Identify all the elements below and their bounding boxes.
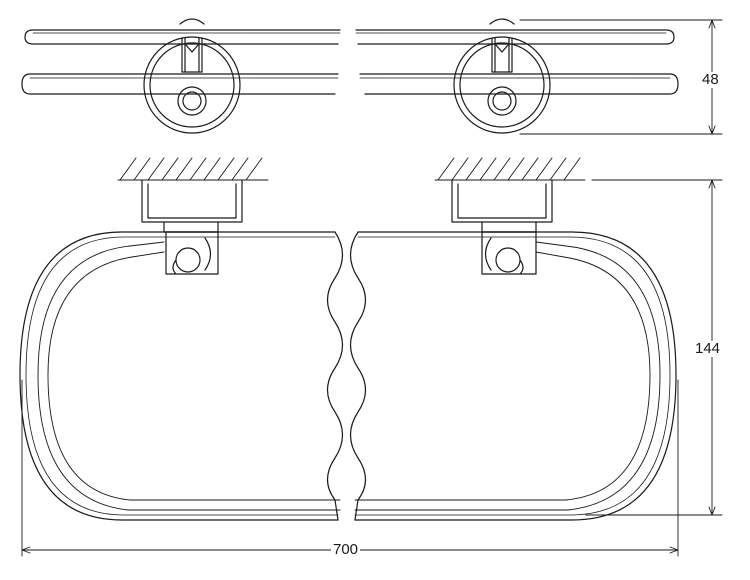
wall-hatch-left	[117, 157, 269, 181]
dimension-700	[21, 379, 679, 557]
front-view	[19, 157, 677, 521]
top-view-shelf-front-left	[21, 73, 339, 95]
top-view	[21, 18, 679, 134]
dimension-label-48: 48	[700, 71, 721, 88]
top-view-shelf-back-right	[355, 29, 675, 45]
dimension-label-144: 144	[693, 340, 723, 357]
break-line-left	[326, 231, 344, 521]
front-view-left-mount	[141, 179, 243, 275]
front-view-shelf-right	[354, 231, 677, 521]
dimension-label-700: 700	[331, 541, 361, 558]
break-line-right	[349, 231, 367, 521]
front-view-shelf-left	[19, 231, 341, 521]
top-view-left-holder	[143, 18, 241, 134]
dimension-48	[519, 19, 723, 135]
front-view-right-mount	[451, 179, 553, 275]
top-view-shelf-back-left	[24, 29, 341, 45]
top-view-right-holder	[453, 18, 551, 134]
top-view-shelf-front-right	[359, 73, 679, 95]
wall-hatch-right	[434, 157, 586, 181]
